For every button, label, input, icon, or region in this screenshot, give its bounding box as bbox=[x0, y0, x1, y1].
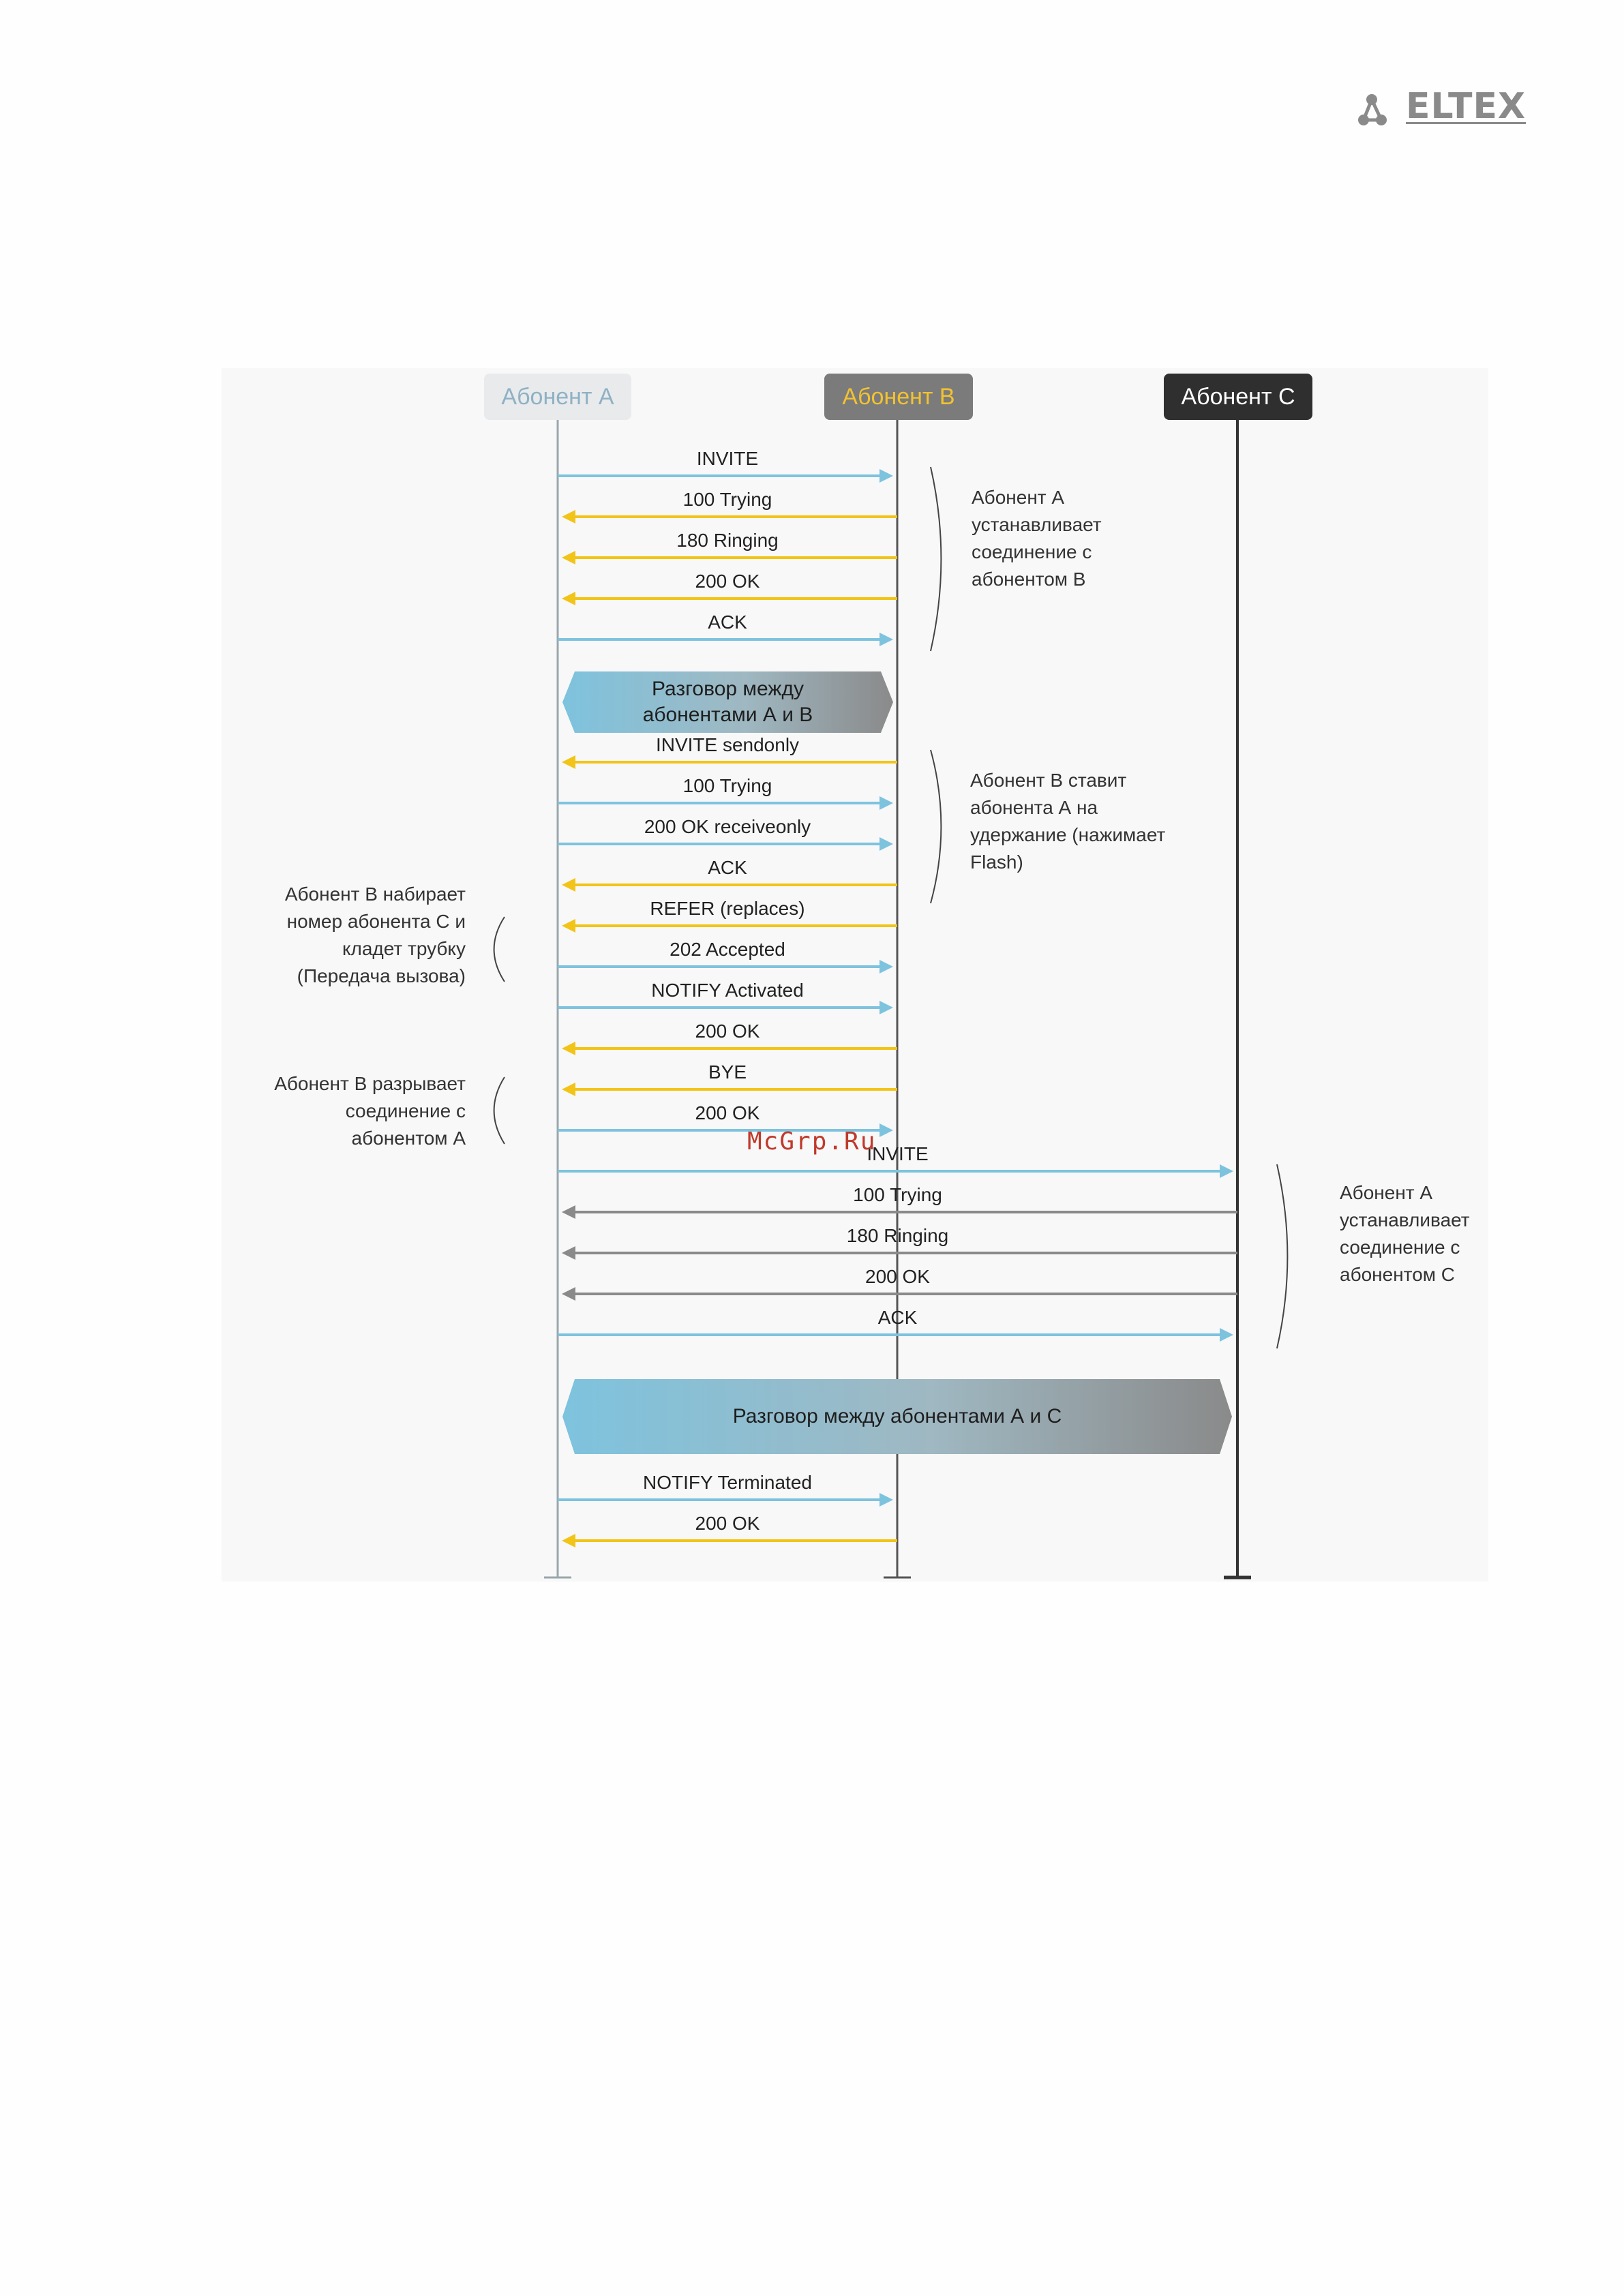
sequence-diagram: Абонент А Абонент В Абонент С INVITE 100 … bbox=[222, 368, 1488, 1582]
note-line: кладет трубку bbox=[342, 938, 466, 959]
arrow-head bbox=[562, 1287, 575, 1301]
message-label: NOTIFY Activated bbox=[651, 980, 804, 1001]
message-label: 100 Trying bbox=[853, 1184, 942, 1205]
note-bracket bbox=[493, 1076, 505, 1145]
annotation-note: Абонент А устанавливает соединение с абонен… bbox=[1340, 1179, 1470, 1288]
note-line: удержание (нажимает bbox=[970, 824, 1166, 845]
diagram-canvas bbox=[493, 416, 1289, 1580]
arrow-head bbox=[562, 1083, 575, 1096]
message-label: ACK bbox=[708, 611, 747, 633]
participant-b-label: Абонент В bbox=[842, 383, 955, 410]
participant-a-header: Абонент А bbox=[484, 374, 631, 420]
note-line: Flash) bbox=[970, 851, 1023, 873]
arrow-head bbox=[562, 551, 575, 564]
message-label: 100 Trying bbox=[682, 489, 772, 510]
arrow-head bbox=[562, 755, 575, 769]
annotation-note: Абонент В разрывает соединение с абонентом… bbox=[234, 1070, 466, 1152]
annotation-note: Абонент А устанавливает соединение с абонен… bbox=[972, 484, 1102, 593]
message-label: NOTIFY Terminated bbox=[643, 1472, 812, 1493]
note-line: соединение с bbox=[972, 541, 1092, 562]
arrow-head bbox=[562, 1534, 575, 1547]
message-label: INVITE bbox=[696, 448, 759, 469]
message-label: 200 OK bbox=[695, 1021, 760, 1042]
arrow-head bbox=[1220, 1164, 1233, 1178]
arrow-head bbox=[879, 469, 893, 483]
arrow-head bbox=[879, 633, 893, 646]
message-label: 100 Trying bbox=[682, 775, 772, 796]
arrow-head bbox=[879, 837, 893, 851]
participant-b-header: Абонент В bbox=[824, 374, 973, 420]
message-label: 200 OK receiveonly bbox=[644, 816, 811, 837]
note-line: устанавливает bbox=[1340, 1209, 1470, 1230]
arrow-head bbox=[879, 1001, 893, 1014]
note-line: абонентом А bbox=[351, 1128, 466, 1149]
conversation-banner bbox=[562, 1379, 1232, 1454]
banner-line: Разговор между абонентами А и С bbox=[732, 1405, 1062, 1428]
note-bracket bbox=[930, 749, 942, 904]
note-line: соединение с bbox=[345, 1100, 466, 1121]
logo-text: ELTEX bbox=[1406, 86, 1527, 127]
note-bracket bbox=[1276, 1164, 1289, 1349]
participant-c-label: Абонент С bbox=[1181, 383, 1295, 410]
banner-line: Разговор между bbox=[652, 678, 804, 700]
arrow-head bbox=[562, 1246, 575, 1260]
note-line: Абонент В ставит bbox=[970, 770, 1127, 791]
arrow-head bbox=[562, 1205, 575, 1219]
note-line: (Передача вызова) bbox=[297, 965, 466, 986]
arrow-head bbox=[562, 592, 575, 605]
arrow-head bbox=[879, 1493, 893, 1507]
arrow-head bbox=[879, 796, 893, 810]
note-line: устанавливает bbox=[972, 514, 1102, 535]
note-line: Абонент А bbox=[972, 487, 1065, 508]
arrow-head bbox=[879, 960, 893, 973]
message-label: 200 OK bbox=[695, 1102, 760, 1123]
note-line: номер абонента С и bbox=[286, 911, 466, 932]
message-label: INVITE sendonly bbox=[655, 734, 800, 755]
message-label: BYE bbox=[708, 1061, 747, 1083]
annotation-note: Абонент В ставит абонента А на удержание (… bbox=[970, 767, 1165, 876]
note-line: соединение с bbox=[1340, 1237, 1460, 1258]
eltex-logo-icon bbox=[1358, 94, 1387, 125]
message-label: INVITE bbox=[867, 1143, 929, 1164]
message-label: 202 Accepted bbox=[670, 939, 785, 960]
note-bracket bbox=[493, 916, 505, 982]
annotation-note: Абонент В набирает номер абонента С и клад… bbox=[241, 881, 466, 990]
note-line: абонентом С bbox=[1340, 1264, 1456, 1285]
conversation-banner bbox=[562, 671, 893, 733]
arrow-head bbox=[562, 878, 575, 892]
note-bracket bbox=[930, 466, 942, 652]
message-label: 200 OK bbox=[865, 1266, 930, 1287]
message-label: ACK bbox=[877, 1307, 918, 1328]
participant-c-header: Абонент С bbox=[1164, 374, 1312, 420]
note-line: Абонент А bbox=[1340, 1182, 1433, 1203]
arrow-head bbox=[879, 1123, 893, 1137]
note-line: абонентом В bbox=[972, 569, 1086, 590]
banner-line: абонентами А и В bbox=[642, 704, 813, 726]
arrow-head bbox=[562, 510, 575, 524]
note-line: Абонент В разрывает bbox=[274, 1073, 466, 1094]
arrow-head bbox=[562, 1042, 575, 1055]
message-label: 180 Ringing bbox=[676, 530, 779, 551]
message-label: ACK bbox=[708, 857, 747, 878]
banner-text: Разговор между абонентами А и В bbox=[643, 676, 813, 728]
participant-a-label: Абонент А bbox=[501, 383, 614, 410]
arrow-head bbox=[1220, 1328, 1233, 1342]
message-label: 200 OK bbox=[695, 571, 760, 592]
message-label: 180 Ringing bbox=[846, 1225, 949, 1246]
message-label: 200 OK bbox=[695, 1513, 760, 1534]
banner-text: Разговор между абонентами А и С bbox=[733, 1404, 1062, 1430]
note-line: Абонент В набирает bbox=[284, 883, 466, 905]
message-label: REFER (replaces) bbox=[650, 898, 805, 919]
watermark: McGrp.Ru bbox=[747, 1128, 877, 1155]
arrow-head bbox=[562, 919, 575, 933]
note-line: абонента А на bbox=[970, 797, 1098, 818]
